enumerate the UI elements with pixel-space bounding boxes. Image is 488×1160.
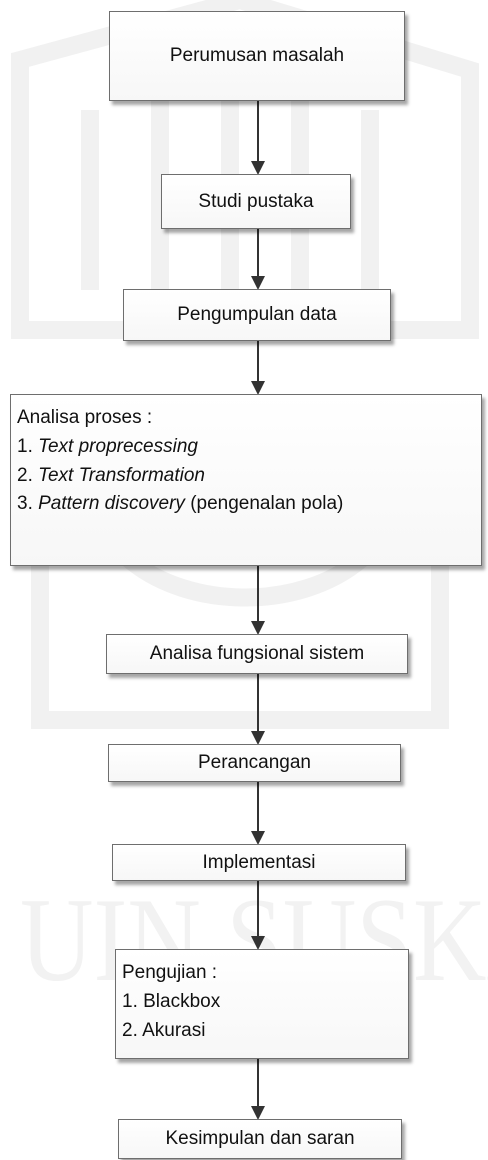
list-item: 2. Text Transformation (17, 464, 475, 488)
node-analisa-proses: Analisa proses : 1. Text proprecessing 2… (10, 394, 482, 566)
list-item: 1. Text proprecessing (17, 435, 475, 459)
node-pengujian: Pengujian : 1. Blackbox 2. Akurasi (115, 949, 409, 1059)
node-label: Perumusan masalah (169, 45, 345, 67)
node-label: Studi pustaka (198, 190, 314, 212)
item-number: 1. (122, 990, 144, 1012)
item-term: Text proprecessing (38, 435, 198, 457)
node-heading: Analisa proses : (17, 407, 153, 428)
node-label: Pengumpulan data (177, 304, 337, 326)
node-perancangan: Perancangan (108, 744, 401, 782)
item-suffix: Blackbox (143, 990, 221, 1012)
node-heading: Pengujian : (122, 962, 218, 983)
node-analisa-fungsional-sistem: Analisa fungsional sistem (106, 634, 408, 674)
node-perumusan-masalah: Perumusan masalah (109, 11, 405, 101)
item-term: Text Transformation (38, 464, 205, 486)
item-number: 1. (17, 435, 39, 457)
node-pengumpulan-data: Pengumpulan data (123, 289, 391, 341)
list-item: 2. Akurasi (122, 1019, 402, 1043)
item-number: 2. (122, 1019, 143, 1041)
item-number: 3. (17, 493, 39, 515)
item-term: Pattern discovery (38, 493, 185, 515)
item-number: 2. (17, 464, 39, 486)
item-suffix: (pengenalan pola) (184, 493, 344, 515)
node-kesimpulan-dan-saran: Kesimpulan dan saran (118, 1119, 402, 1159)
list-item: 1. Blackbox (122, 990, 402, 1014)
node-implementasi: Implementasi (112, 844, 406, 881)
node-label: Perancangan (197, 752, 312, 774)
item-suffix: Akurasi (142, 1019, 206, 1041)
node-studi-pustaka: Studi pustaka (161, 174, 351, 229)
list-item: 3. Pattern discovery (pengenalan pola) (17, 492, 475, 516)
node-label: Implementasi (202, 851, 316, 873)
node-label: Analisa fungsional sistem (149, 643, 365, 665)
node-label: Kesimpulan dan saran (165, 1128, 355, 1150)
watermark-emblem-shape (11, 0, 479, 339)
